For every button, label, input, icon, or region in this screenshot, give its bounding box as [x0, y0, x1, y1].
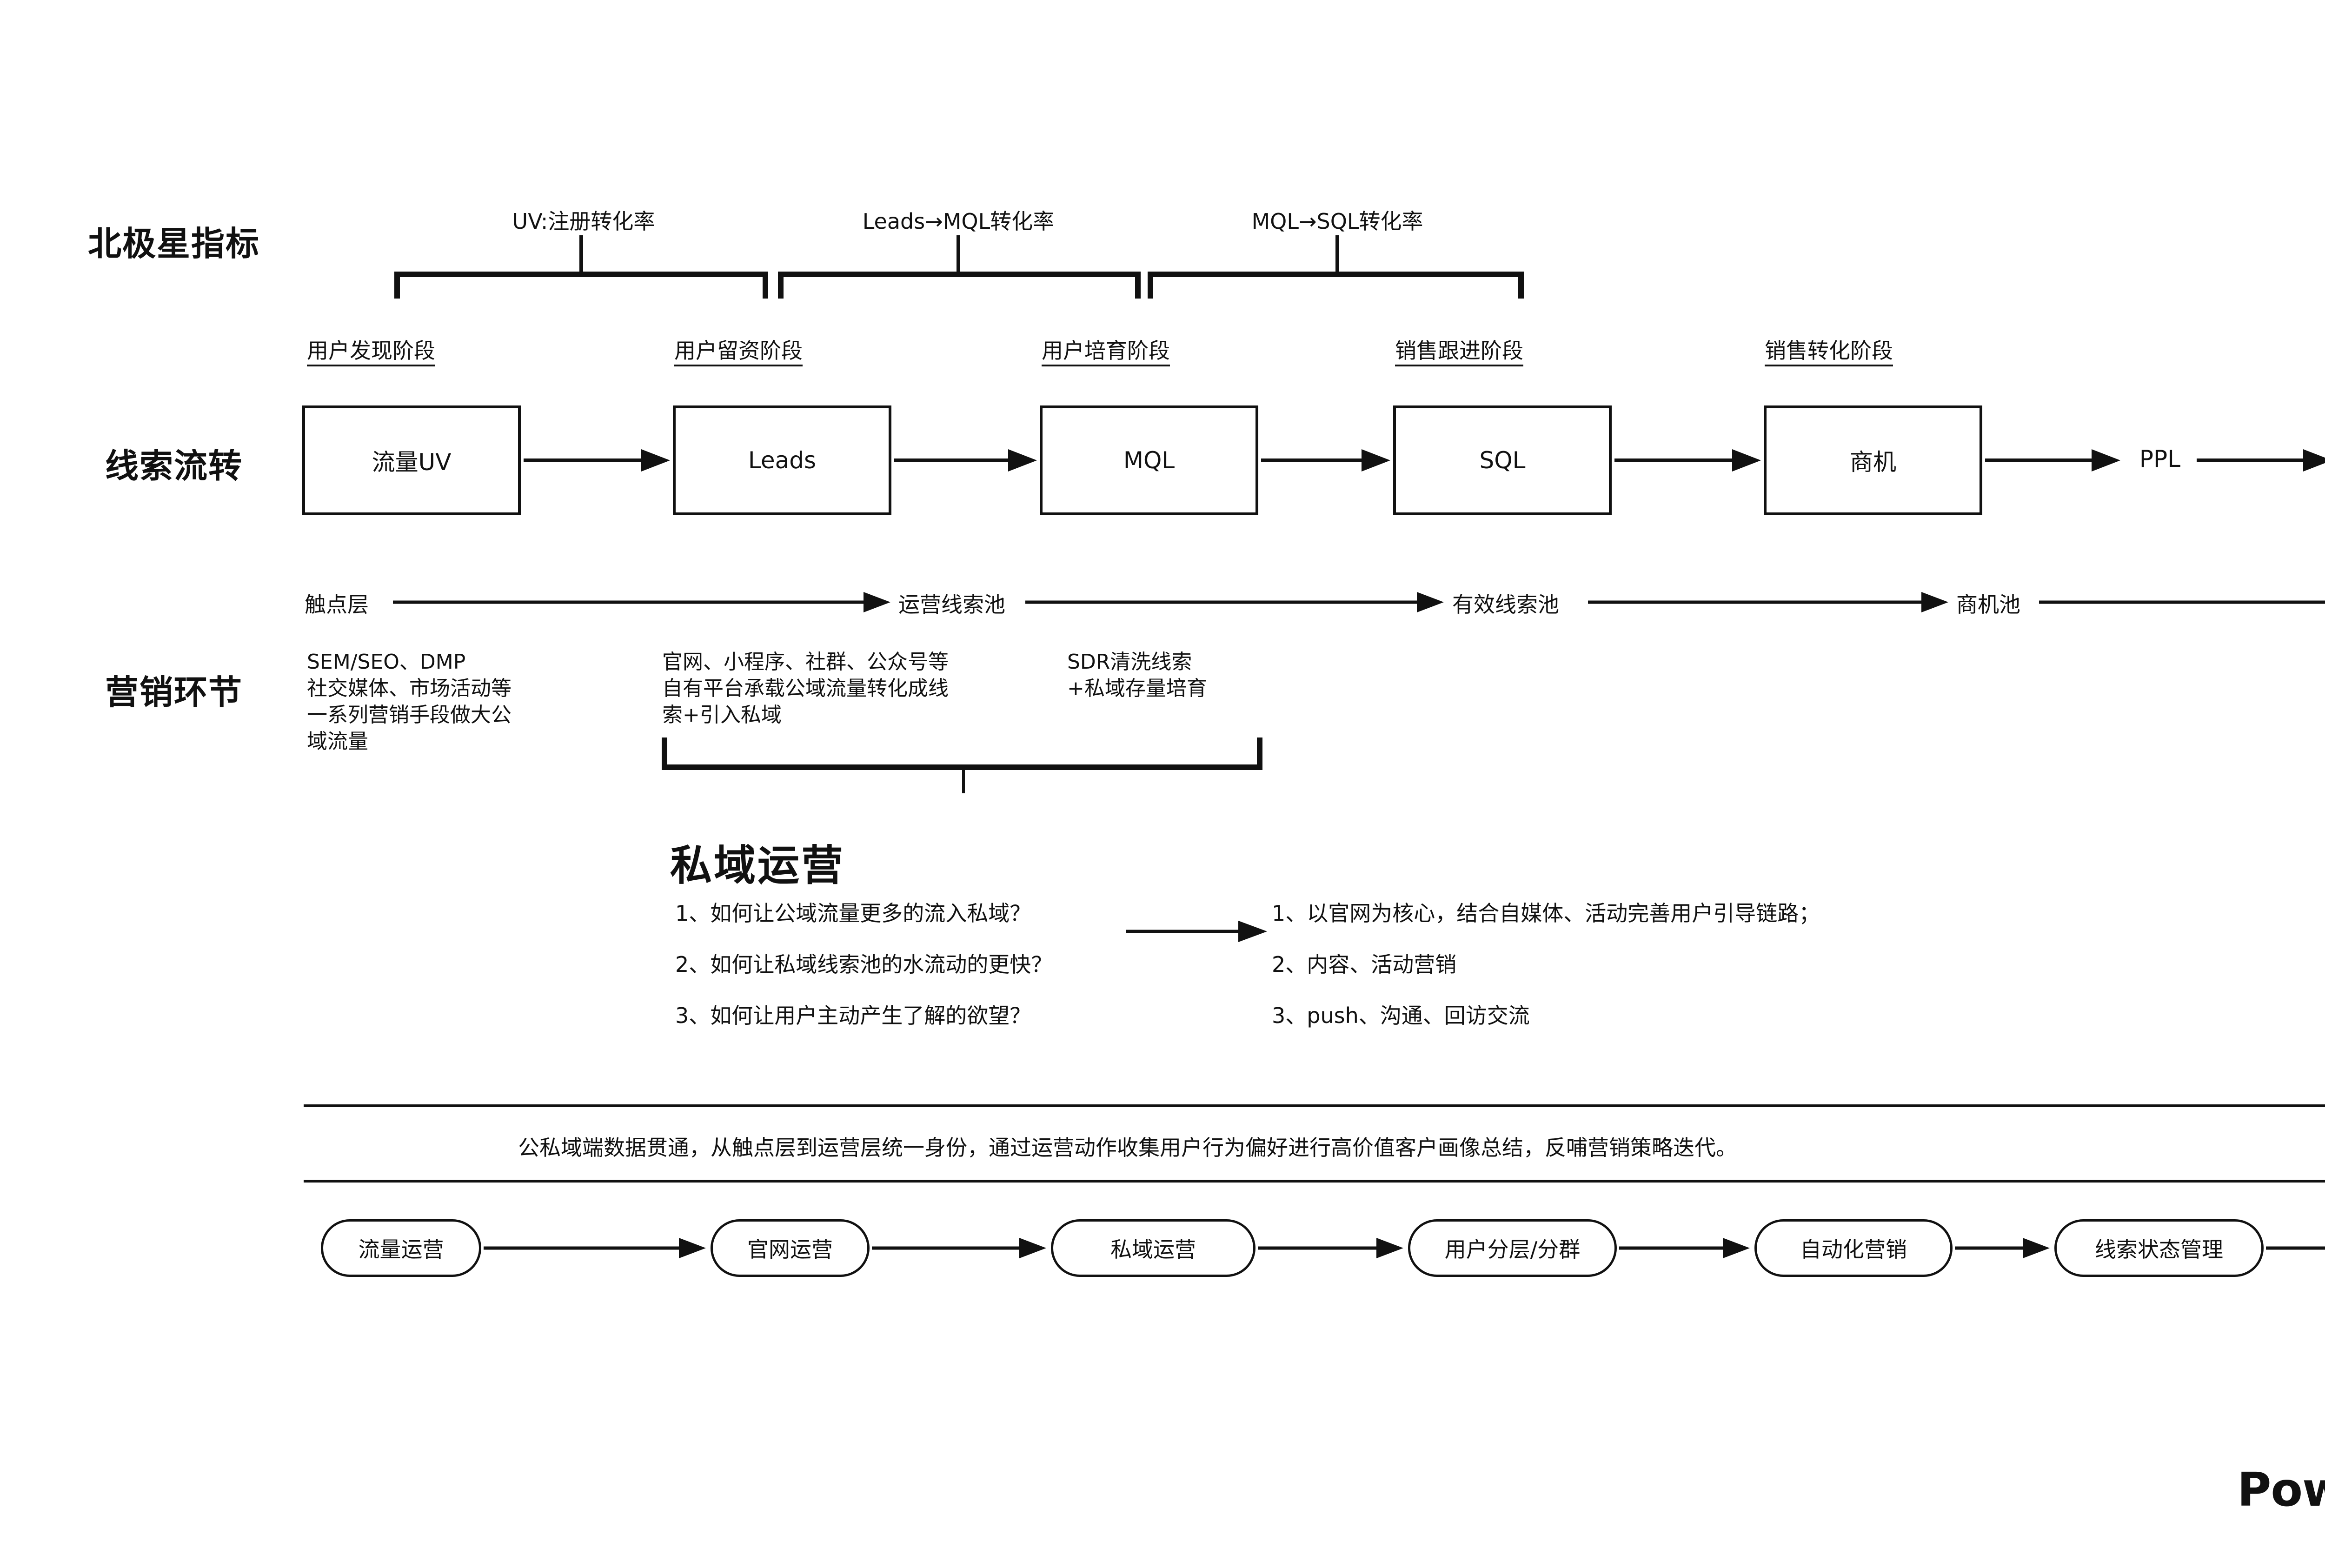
pool-valid-leads: 有效线索池: [1452, 592, 1559, 617]
stage-conversion: 销售转化阶段: [1765, 338, 1893, 363]
pool-touchpoint-layer: 触点层: [305, 592, 369, 617]
arrowhead-ops-pool-to-valid-pool: [1417, 592, 1444, 612]
data-integration-banner: 公私域端数据贯通，从触点层到运营层统一身份，通过运营动作收集用户行为偏好进行高价…: [518, 1135, 1737, 1160]
pipeline-pill-website-ops: 官网运营: [711, 1219, 870, 1277]
flow-node-traffic-uv: 流量UV: [302, 405, 521, 515]
flow-node-label: 商机: [1850, 449, 1896, 476]
flow-node-label: SQL: [1479, 447, 1526, 474]
metric-leads-mql-conversion: Leads→MQL转化率: [862, 209, 1055, 234]
flow-node-label: Leads: [748, 447, 817, 474]
pill-label: 自动化营销: [1800, 1237, 1907, 1262]
flow-node-leads: Leads: [673, 405, 891, 515]
private-domain-answer: 2、内容、活动营销: [1272, 952, 1457, 977]
arrowhead-mql-to-sql: [1362, 449, 1390, 472]
pill-label: 流量运营: [358, 1237, 444, 1262]
flow-node-label: MQL: [1123, 447, 1175, 474]
private-domain-question: 1、如何让公域流量更多的流入私域？: [675, 901, 1031, 926]
pool-operations-leads: 运营线索池: [898, 592, 1005, 617]
private-domain-question: 3、如何让用户主动产生了解的欲望？: [675, 1003, 1031, 1028]
pipeline-pill-private-ops: 私域运营: [1051, 1219, 1256, 1277]
pill-label: 官网运营: [747, 1237, 833, 1262]
flow-node-sql: SQL: [1393, 405, 1612, 515]
row-label-marketing: 营销环节: [105, 673, 243, 712]
bracket-mql-sql-metric: [1148, 272, 1524, 299]
arrowhead-leads-to-mql: [1008, 449, 1037, 472]
private-domain-answer: 3、push、沟通、回访交流: [1272, 1003, 1530, 1028]
metric-uv-conversion: UV:注册转化率: [512, 209, 655, 234]
arrowhead-sql-to-shangji: [1732, 449, 1761, 472]
arrowhead-uv-to-leads: [641, 449, 670, 472]
row-label-north-star: 北极星指标: [87, 224, 260, 263]
pill-label: 私域运营: [1110, 1237, 1196, 1262]
arrowhead-valid-pool-to-opportunity-pool: [1921, 592, 1948, 612]
arrowhead-pill-4-5: [1723, 1238, 1750, 1258]
marketing-block-owned-platforms: 官网、小程序、社群、公众号等 自有平台承载公域流量转化成线 索+引入私域: [662, 650, 949, 727]
arrowhead-shangji-to-ppl: [2092, 449, 2120, 472]
row-label-lead-flow: 线索流转: [105, 446, 243, 485]
private-domain-answer: 1、以官网为核心，结合自媒体、活动完善用户引导链路；: [1272, 901, 1820, 926]
bracket-private-domain: [662, 737, 1262, 770]
arrowhead-touchpoint-to-ops-pool: [864, 592, 890, 612]
arrowhead-pill-1-2: [679, 1238, 706, 1258]
powered-by-credit: Powered by @Jiuqi Space: [2237, 1462, 2325, 1517]
arrowhead-pill-3-4: [1376, 1238, 1403, 1258]
pill-label: 线索状态管理: [2095, 1237, 2223, 1262]
stage-discovery: 用户发现阶段: [307, 338, 435, 363]
stage-nurture: 用户培育阶段: [1042, 338, 1170, 363]
pool-opportunity: 商机池: [1956, 592, 2020, 617]
stage-follow-up: 销售跟进阶段: [1395, 338, 1523, 363]
flow-node-ppl: PPL: [2139, 445, 2181, 472]
pill-label: 用户分层/分群: [1444, 1237, 1581, 1262]
arrowhead-pill-2-3: [1019, 1238, 1046, 1258]
private-domain-question: 2、如何让私域线索池的水流动的更快？: [675, 952, 1053, 977]
marketing-block-public-traffic: SEM/SEO、DMP 社交媒体、市场活动等 一系列营销手段做大公 域流量: [307, 650, 512, 753]
metric-mql-sql-conversion: MQL→SQL转化率: [1251, 209, 1423, 234]
pipeline-pill-user-segmentation: 用户分层/分群: [1408, 1219, 1617, 1277]
stage-capture: 用户留资阶段: [674, 338, 803, 363]
flow-node-label: 流量UV: [372, 449, 452, 476]
arrowhead-pill-5-6: [2023, 1238, 2050, 1258]
pipeline-pill-marketing-automation: 自动化营销: [1754, 1219, 1953, 1277]
arrowhead-questions-to-answers: [1238, 921, 1267, 942]
bracket-uv-metric: [394, 272, 768, 299]
flow-node-mql: MQL: [1040, 405, 1258, 515]
pipeline-pill-traffic-ops: 流量运营: [321, 1219, 481, 1277]
bracket-leads-mql-metric: [778, 272, 1141, 299]
pipeline-pill-lead-status-mgmt: 线索状态管理: [2054, 1219, 2264, 1277]
marketing-block-sdr: SDR清洗线索 +私域存量培育: [1067, 650, 1207, 700]
flow-node-opportunity: 商机: [1764, 405, 1982, 515]
arrowhead-ppl-to-chengjiao: [2303, 449, 2325, 472]
private-domain-title: 私域运营: [670, 841, 845, 890]
